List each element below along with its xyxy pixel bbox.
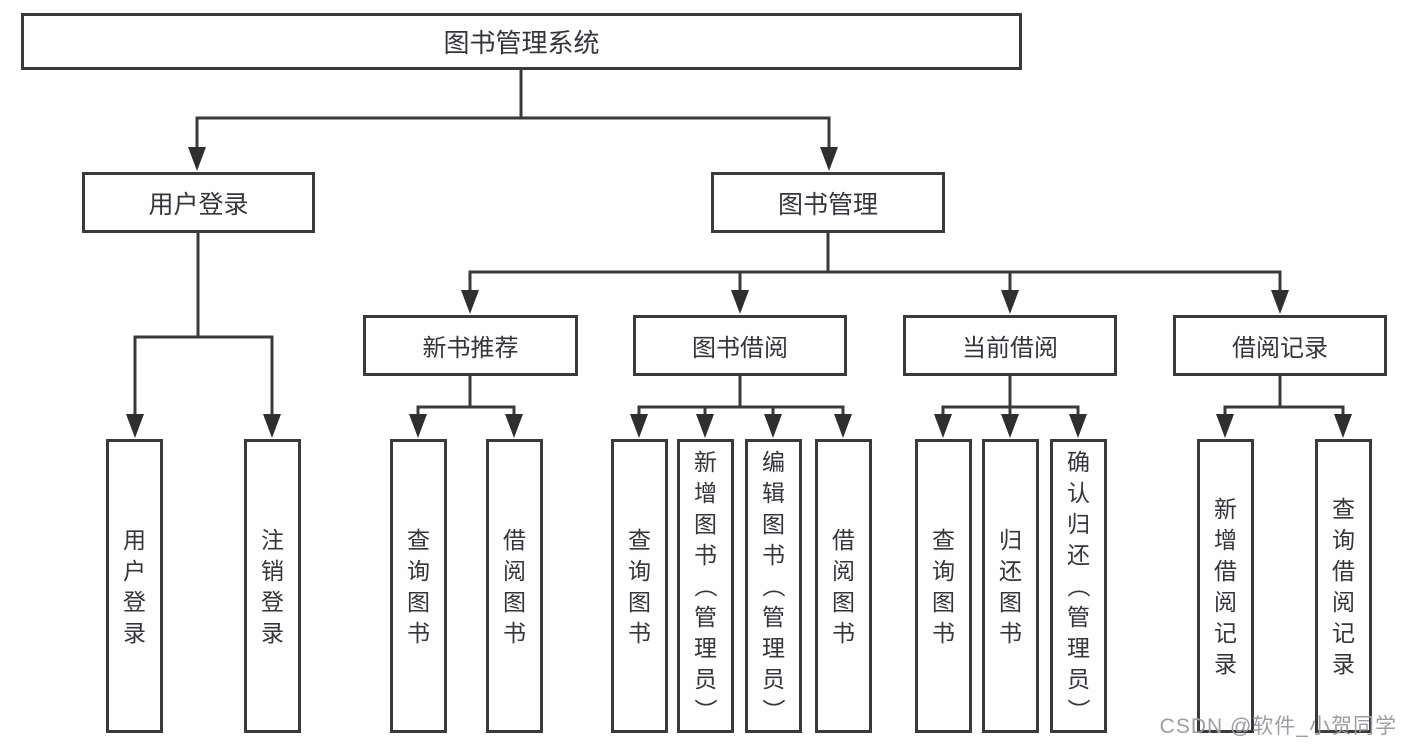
leaf-label: 编辑图书（管理员） <box>760 449 787 722</box>
leaf-label: 注销登录 <box>261 526 284 646</box>
leaf-label: 借阅图书 <box>503 526 526 646</box>
leaf-user-login: 用户登录 <box>106 439 163 733</box>
leaf-bookborrow-borrow-books: 借阅图书 <box>815 439 872 733</box>
node-library-system: 图书管理系统 <box>21 13 1022 70</box>
leaf-current-query-books: 查询图书 <box>915 439 972 733</box>
leaf-label: 新增借阅记录 <box>1214 495 1237 677</box>
node-label: 借阅记录 <box>1232 335 1328 362</box>
leaf-records-add-record: 新增借阅记录 <box>1197 439 1254 733</box>
leaf-label: 查询图书 <box>628 526 651 646</box>
leaf-label: 新增图书（管理员） <box>692 449 719 722</box>
node-label: 图书管理 <box>777 190 878 219</box>
leaf-newbooks-query-books: 查询图书 <box>390 439 447 733</box>
leaf-label: 查询借阅记录 <box>1332 495 1355 677</box>
node-new-book-recommend: 新书推荐 <box>363 315 578 376</box>
leaf-label: 查询图书 <box>407 526 430 646</box>
leaf-label: 确认归还（管理员） <box>1065 449 1092 722</box>
leaf-newbooks-borrow-books: 借阅图书 <box>486 439 543 733</box>
csdn-watermark: CSDN @软件_小贺同学 <box>1159 715 1397 738</box>
leaf-label: 归还图书 <box>999 526 1022 646</box>
leaf-logout: 注销登录 <box>244 439 301 733</box>
node-borrow-records: 借阅记录 <box>1173 315 1387 376</box>
leaf-records-query-record: 查询借阅记录 <box>1315 439 1372 733</box>
node-book-management: 图书管理 <box>711 172 945 233</box>
node-label: 图书管理系统 <box>443 28 600 58</box>
leaf-label: 查询图书 <box>932 526 955 646</box>
node-label: 当前借阅 <box>962 335 1058 362</box>
leaf-current-return-books: 归还图书 <box>982 439 1039 733</box>
node-label: 新书推荐 <box>422 335 519 362</box>
node-label: 用户登录 <box>148 190 249 219</box>
leaf-bookborrow-query-books: 查询图书 <box>611 439 668 733</box>
node-user-login: 用户登录 <box>82 172 315 233</box>
node-label: 图书借阅 <box>692 335 788 362</box>
leaf-label: 用户登录 <box>123 526 146 646</box>
leaf-current-confirm-return-admin: 确认归还（管理员） <box>1050 439 1107 733</box>
node-current-borrow: 当前借阅 <box>903 315 1117 376</box>
leaf-bookborrow-add-books-admin: 新增图书（管理员） <box>677 439 734 733</box>
leaf-label: 借阅图书 <box>832 526 855 646</box>
arrowheads <box>126 147 1352 438</box>
node-book-borrow: 图书借阅 <box>633 315 847 376</box>
leaf-bookborrow-edit-books-admin: 编辑图书（管理员） <box>745 439 802 733</box>
